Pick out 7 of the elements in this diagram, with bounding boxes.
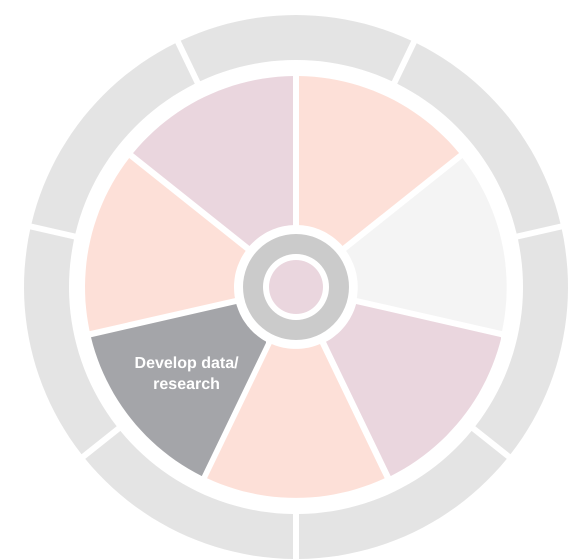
wheel-segment	[298, 76, 460, 246]
wheel-segment	[132, 76, 293, 246]
wheel-segment	[90, 304, 266, 476]
wheel-segment	[346, 158, 507, 332]
wheel-segment	[85, 158, 246, 332]
segment-label: Develop data/ research	[134, 354, 240, 396]
wheel-segment	[326, 304, 501, 476]
